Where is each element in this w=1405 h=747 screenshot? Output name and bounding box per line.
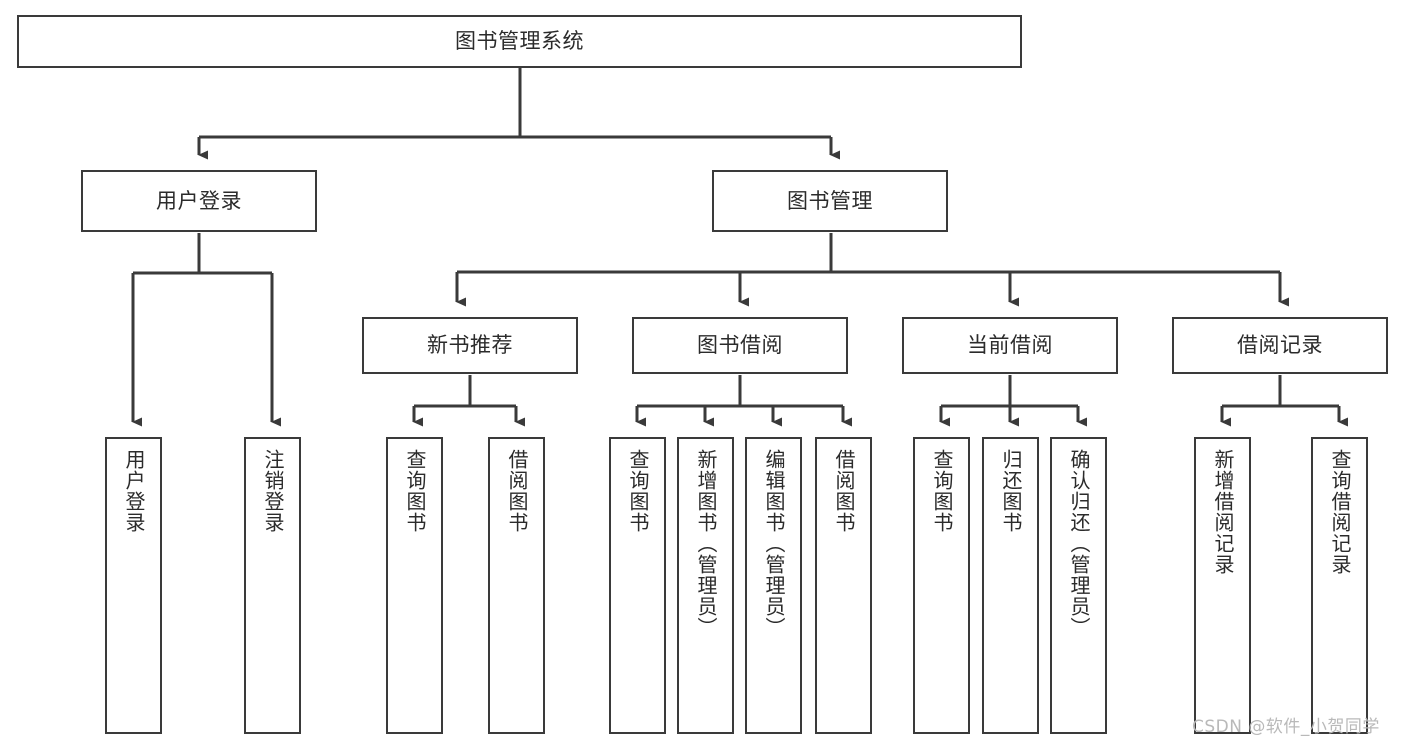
node-leaf-edit-book-admin[interactable]: 编辑图书（管理员） <box>745 437 802 734</box>
node-leaf-confirm-return-admin[interactable]: 确认归还（管理员） <box>1050 437 1107 734</box>
node-user-login-label: 用户登录 <box>156 188 242 213</box>
node-leaf-query-book-recommend[interactable]: 查询图书 <box>386 437 443 734</box>
node-borrow-record-label: 借阅记录 <box>1237 333 1323 358</box>
node-borrow-record[interactable]: 借阅记录 <box>1172 317 1388 374</box>
node-current-borrow[interactable]: 当前借阅 <box>902 317 1118 374</box>
node-book-borrow[interactable]: 图书借阅 <box>632 317 848 374</box>
node-leaf-query-borrow-record-label: 查询借阅记录 <box>1328 449 1352 575</box>
node-leaf-borrow-book[interactable]: 借阅图书 <box>815 437 872 734</box>
node-leaf-confirm-return-admin-label: 确认归还（管理员） <box>1067 449 1091 638</box>
node-leaf-query-book-borrow[interactable]: 查询图书 <box>609 437 666 734</box>
node-leaf-add-borrow-record-label: 新增借阅记录 <box>1211 449 1235 575</box>
node-leaf-add-book-admin[interactable]: 新增图书（管理员） <box>677 437 734 734</box>
node-leaf-return-book-label: 归还图书 <box>999 449 1023 533</box>
node-leaf-logout[interactable]: 注销登录 <box>244 437 301 734</box>
node-book-management-label: 图书管理 <box>787 188 873 213</box>
node-leaf-borrow-book-recommend-label: 借阅图书 <box>505 449 529 533</box>
node-leaf-query-book-current[interactable]: 查询图书 <box>913 437 970 734</box>
node-root[interactable]: 图书管理系统 <box>17 15 1022 68</box>
node-leaf-return-book[interactable]: 归还图书 <box>982 437 1039 734</box>
watermark-text: CSDN @软件_小贺同学 <box>1192 717 1380 737</box>
node-leaf-edit-book-admin-label: 编辑图书（管理员） <box>762 449 786 638</box>
node-leaf-borrow-book-recommend[interactable]: 借阅图书 <box>488 437 545 734</box>
node-leaf-query-book-borrow-label: 查询图书 <box>626 449 650 533</box>
node-leaf-query-borrow-record[interactable]: 查询借阅记录 <box>1311 437 1368 734</box>
node-leaf-add-borrow-record[interactable]: 新增借阅记录 <box>1194 437 1251 734</box>
node-leaf-add-book-admin-label: 新增图书（管理员） <box>694 449 718 638</box>
node-new-book-recommend[interactable]: 新书推荐 <box>362 317 578 374</box>
node-leaf-query-book-recommend-label: 查询图书 <box>403 449 427 533</box>
node-leaf-query-book-current-label: 查询图书 <box>930 449 954 533</box>
node-leaf-user-login-label: 用户登录 <box>122 449 146 533</box>
node-leaf-logout-label: 注销登录 <box>261 449 285 533</box>
node-leaf-borrow-book-label: 借阅图书 <box>832 449 856 533</box>
node-book-borrow-label: 图书借阅 <box>697 333 783 358</box>
node-book-management[interactable]: 图书管理 <box>712 170 948 232</box>
node-leaf-user-login[interactable]: 用户登录 <box>105 437 162 734</box>
node-current-borrow-label: 当前借阅 <box>967 333 1053 358</box>
node-user-login[interactable]: 用户登录 <box>81 170 317 232</box>
node-root-label: 图书管理系统 <box>455 29 584 54</box>
node-new-book-recommend-label: 新书推荐 <box>427 333 513 358</box>
